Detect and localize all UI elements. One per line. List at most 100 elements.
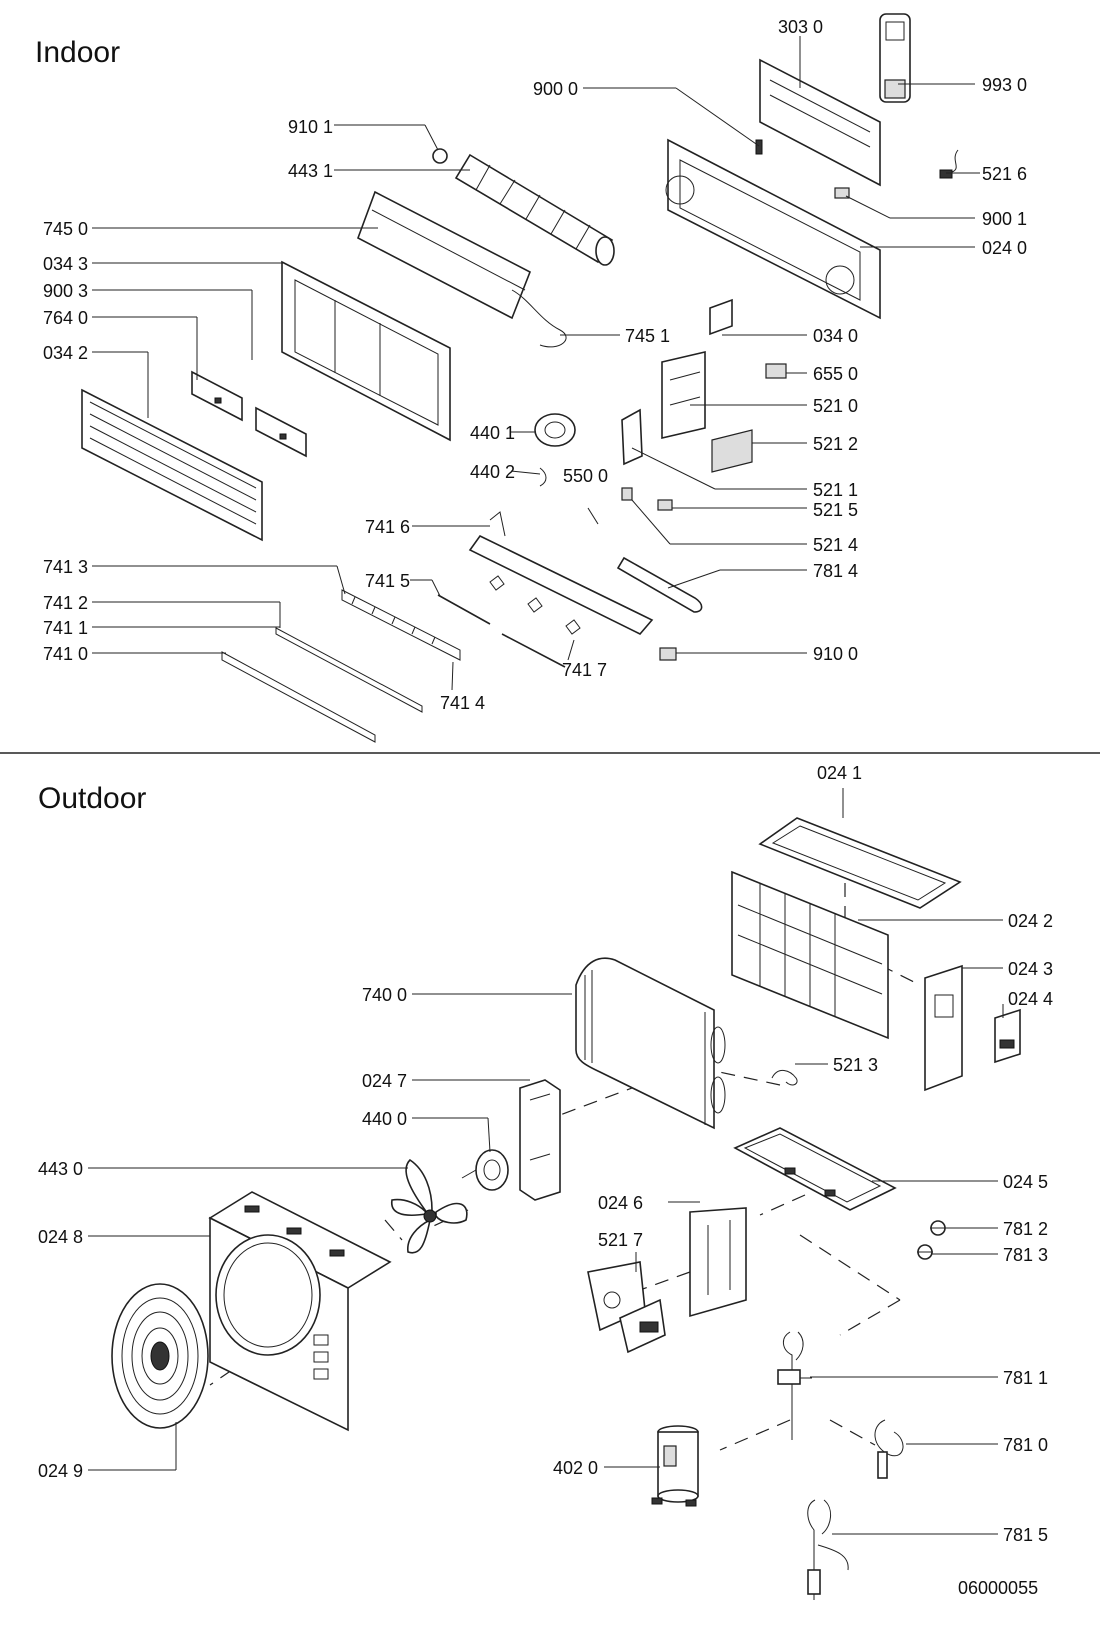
label-024-4: 024 4 [1008, 989, 1053, 1009]
indoor-labels: 303 0 993 0 900 0 910 1 443 1 521 6 900 … [43, 17, 1027, 713]
compressor-part [651, 1425, 699, 1507]
cross-flow-fan-part [454, 153, 615, 266]
label-440-0: 440 0 [362, 1109, 407, 1129]
label-521-1: 521 1 [813, 480, 858, 500]
label-741-4: 741 4 [440, 693, 485, 713]
label-024-7: 024 7 [362, 1071, 407, 1091]
propeller-fan-part [391, 1158, 468, 1254]
service-valve-part [917, 1220, 946, 1260]
label-741-0: 741 0 [43, 644, 88, 664]
label-781-2: 781 2 [1003, 1219, 1048, 1239]
label-034-0: 034 0 [813, 326, 858, 346]
front-panel-frame-part [281, 260, 451, 442]
label-024-2: 024 2 [1008, 911, 1053, 931]
louver-set-part [341, 589, 461, 661]
side-panel-part [924, 964, 963, 1092]
label-440-2: 440 2 [470, 462, 515, 482]
indoor-chassis-part [665, 138, 881, 320]
label-024-3: 024 3 [1008, 959, 1053, 979]
clip-900-1-part [834, 187, 850, 199]
capillary-part [874, 1419, 904, 1479]
outdoor-front-panel-part [208, 1191, 392, 1432]
label-741-7: 741 7 [562, 660, 607, 680]
filter-part [191, 370, 307, 458]
label-402-0: 402 0 [553, 1458, 598, 1478]
board-521-2-part [711, 429, 753, 473]
label-900-0: 900 0 [533, 79, 578, 99]
label-024-1: 024 1 [817, 763, 862, 783]
label-781-0: 781 0 [1003, 1435, 1048, 1455]
label-521-3: 521 3 [833, 1055, 878, 1075]
drawing-number: 06000055 [958, 1578, 1038, 1598]
bearing-910-0-part [659, 647, 677, 661]
linkage-bar-part [501, 633, 566, 668]
long-vane-part [221, 651, 376, 743]
label-550-0: 550 0 [563, 466, 608, 486]
clip-741-7-part [489, 575, 581, 635]
label-443-0: 443 0 [38, 1159, 83, 1179]
vane-strip-part [275, 627, 423, 713]
outdoor-fan-motor-part [461, 1149, 509, 1191]
label-024-0: 024 0 [982, 238, 1027, 258]
label-034-2: 034 2 [43, 343, 88, 363]
fan-guard-part [111, 1283, 209, 1429]
sensor-521-6-part [939, 149, 959, 179]
label-900-1: 900 1 [982, 209, 1027, 229]
board-521-1-part [621, 408, 643, 466]
box-034-0-part [709, 298, 733, 336]
mounting-plate-part [759, 58, 881, 187]
label-740-0: 740 0 [362, 985, 407, 1005]
label-900-3: 900 3 [43, 281, 88, 301]
screw-900-0-part [755, 139, 763, 155]
label-655-0: 655 0 [813, 364, 858, 384]
label-993-0: 993 0 [982, 75, 1027, 95]
label-781-1: 781 1 [1003, 1368, 1048, 1388]
electric-box-part [587, 1261, 666, 1354]
drain-hose-part [616, 556, 703, 613]
motor-bracket-part [519, 1079, 561, 1201]
condenser-coil-part [575, 957, 726, 1130]
label-741-2: 741 2 [43, 593, 88, 613]
label-521-5: 521 5 [813, 500, 858, 520]
outdoor-leader-lines [88, 788, 1004, 1535]
pipe-assembly-part [807, 1499, 849, 1600]
label-521-2: 521 2 [813, 434, 858, 454]
outdoor-labels: 024 1 024 2 024 3 024 4 740 0 521 3 024 … [38, 763, 1053, 1545]
outdoor-assembly-lines [209, 860, 921, 1451]
four-way-valve-part [777, 1331, 812, 1440]
indoor-leader-lines [92, 36, 980, 691]
label-440-1: 440 1 [470, 423, 515, 443]
bearing-910-1-part [432, 148, 448, 164]
label-781-5: 781 5 [1003, 1525, 1048, 1545]
sensor-521-3-part [771, 1070, 798, 1086]
link-bar-part [437, 594, 491, 625]
base-pan-part [733, 1127, 897, 1211]
label-034-3: 034 3 [43, 254, 88, 274]
evaporator-part [357, 190, 567, 348]
label-910-0: 910 0 [813, 644, 858, 664]
part-521-5 [657, 499, 673, 511]
outdoor-parts-art [111, 817, 1021, 1600]
partition-plate-part [689, 1207, 747, 1318]
label-781-3: 781 3 [1003, 1245, 1048, 1265]
label-303-0: 303 0 [778, 17, 823, 37]
label-764-0: 764 0 [43, 308, 88, 328]
small-cover-part [994, 1008, 1021, 1064]
remote-control-part [879, 13, 911, 103]
label-521-7: 521 7 [598, 1230, 643, 1250]
label-745-1: 745 1 [625, 326, 670, 346]
label-024-8: 024 8 [38, 1227, 83, 1247]
clamp-440-2-part [539, 467, 547, 487]
part-550-0 [587, 507, 599, 525]
label-024-9: 024 9 [38, 1461, 83, 1481]
control-box-part [661, 350, 706, 440]
front-grille-part [81, 388, 263, 542]
indoor-fan-motor-part [534, 413, 576, 447]
label-741-5: 741 5 [365, 571, 410, 591]
label-521-0: 521 0 [813, 396, 858, 416]
outdoor-section-title: Outdoor [38, 782, 146, 815]
label-741-3: 741 3 [43, 557, 88, 577]
rear-grille-part [731, 870, 889, 1040]
label-741-1: 741 1 [43, 618, 88, 638]
label-024-5: 024 5 [1003, 1172, 1048, 1192]
